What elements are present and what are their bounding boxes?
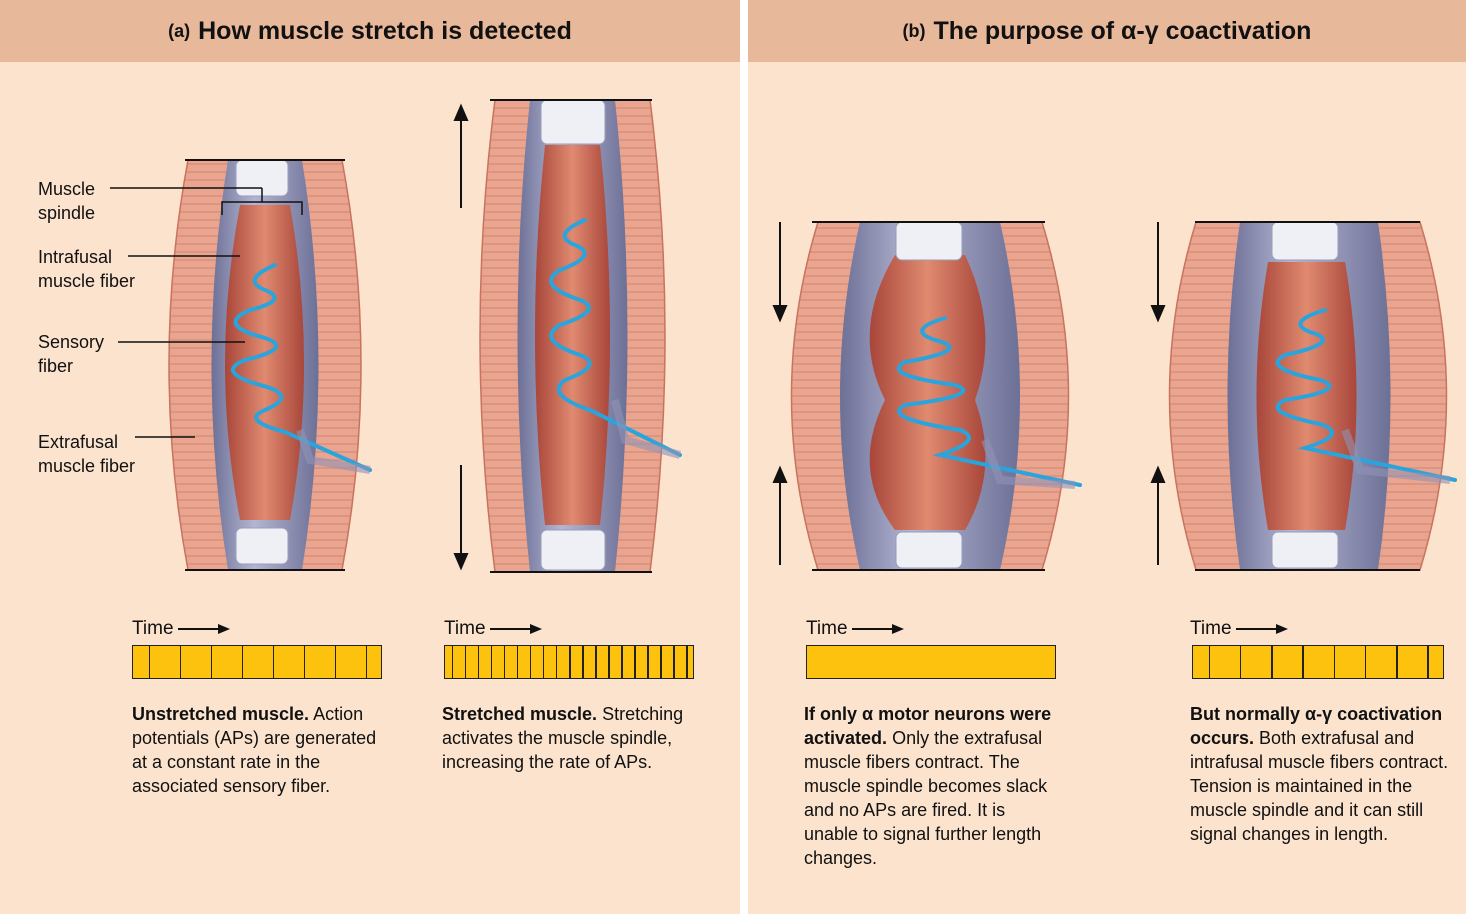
arrow-right-icon [852, 624, 904, 634]
ap-spike [366, 646, 368, 678]
ap-spike [1271, 646, 1273, 678]
caption-heading: Stretched muscle. [442, 704, 597, 724]
ap-spike [1240, 646, 1242, 678]
ap-spike [686, 646, 688, 678]
label-line: Intrafusal [38, 245, 135, 269]
ap-spike [211, 646, 213, 678]
time-label-1: Time [132, 618, 230, 640]
ap-spike [543, 646, 545, 678]
label-line: spindle [38, 201, 95, 225]
ap-spike [1334, 646, 1336, 678]
ap-spike [149, 646, 151, 678]
ap-spike [1396, 646, 1398, 678]
time-text: Time [444, 618, 486, 640]
alpha-only-muscle [774, 222, 1080, 570]
label-line: muscle fiber [38, 454, 135, 478]
extrafusal-fiber-label: Extrafusal muscle fiber [38, 430, 135, 478]
label-line: Extrafusal [38, 430, 135, 454]
ap-spike [647, 646, 649, 678]
sensory-fiber-label: Sensory fiber [38, 330, 104, 378]
time-label-3: Time [806, 618, 904, 640]
caption-heading: Unstretched muscle. [132, 704, 309, 724]
intrafusal-fiber-label: Intrafusal muscle fiber [38, 245, 135, 293]
ap-spike [180, 646, 182, 678]
coactivation-muscle [1152, 222, 1455, 570]
ap-spike [517, 646, 519, 678]
ap-spike [478, 646, 480, 678]
ap-spike [556, 646, 558, 678]
ap-spike [465, 646, 467, 678]
label-line: muscle fiber [38, 269, 135, 293]
arrow-right-icon [1236, 624, 1288, 634]
arrow-right-icon [178, 624, 230, 634]
time-label-2: Time [444, 618, 542, 640]
ap-spike [1427, 646, 1429, 678]
ap-spike [621, 646, 623, 678]
ap-trace-unstretched [132, 645, 382, 679]
time-text: Time [806, 618, 848, 640]
ap-spike [634, 646, 636, 678]
ap-spike [582, 646, 584, 678]
ap-spike [335, 646, 337, 678]
ap-spike [1365, 646, 1367, 678]
caption-coactivation: But normally α-γ coactivation occurs. Bo… [1190, 702, 1450, 846]
caption-body: Only the extrafusal muscle fibers contra… [804, 728, 1047, 868]
ap-spike [273, 646, 275, 678]
ap-trace-coactivation [1192, 645, 1444, 679]
arrow-right-icon [490, 624, 542, 634]
ap-spike [242, 646, 244, 678]
ap-spike [595, 646, 597, 678]
caption-unstretched: Unstretched muscle. Action potentials (A… [132, 702, 382, 798]
ap-spike [304, 646, 306, 678]
ap-spike [452, 646, 454, 678]
ap-spike [1209, 646, 1211, 678]
stretched-muscle [455, 100, 680, 572]
ap-trace-stretched [444, 645, 694, 679]
label-line: Muscle [38, 177, 95, 201]
ap-spike [1302, 646, 1304, 678]
ap-spike [569, 646, 571, 678]
caption-stretched: Stretched muscle. Stretching activates t… [442, 702, 702, 774]
time-text: Time [132, 618, 174, 640]
caption-alpha-only: If only α motor neurons were activated. … [804, 702, 1054, 870]
ap-spike [660, 646, 662, 678]
ap-spike [608, 646, 610, 678]
ap-spike [530, 646, 532, 678]
muscle-spindle-label: Muscle spindle [38, 177, 95, 225]
ap-spike [504, 646, 506, 678]
ap-spike [673, 646, 675, 678]
time-label-4: Time [1190, 618, 1288, 640]
unstretched-muscle [110, 160, 370, 570]
ap-spike [491, 646, 493, 678]
label-line: Sensory [38, 330, 104, 354]
time-text: Time [1190, 618, 1232, 640]
label-line: fiber [38, 354, 104, 378]
ap-trace-alpha-only [806, 645, 1056, 679]
